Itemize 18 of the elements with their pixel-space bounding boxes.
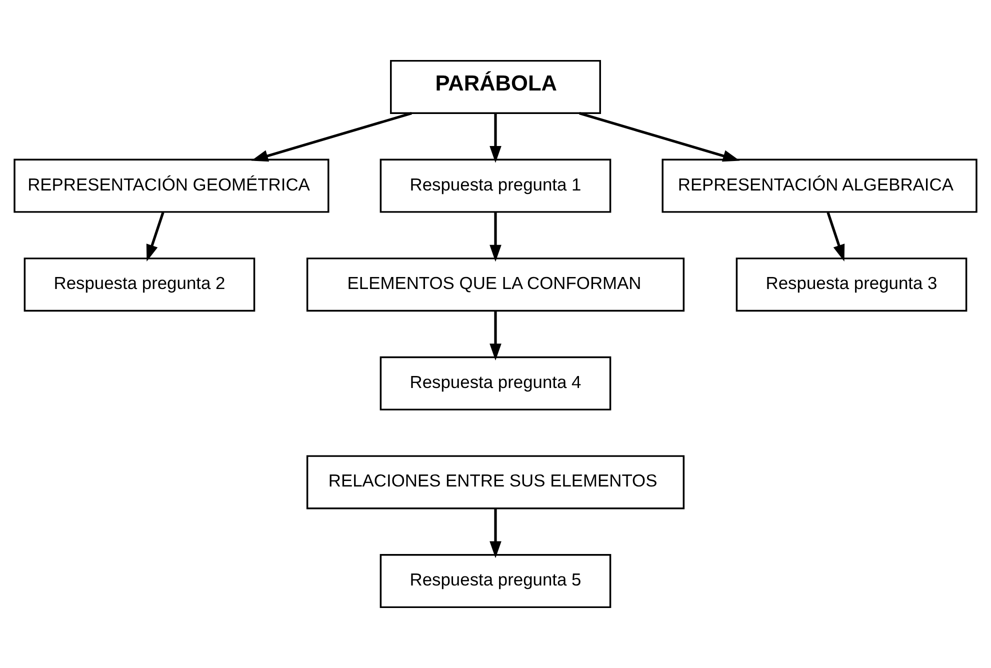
node-box: Respuesta pregunta 5 bbox=[380, 554, 612, 608]
node-box: Respuesta pregunta 3 bbox=[736, 258, 968, 312]
arrow bbox=[490, 212, 502, 262]
arrow bbox=[251, 112, 412, 162]
arrow bbox=[826, 212, 845, 262]
arrow bbox=[146, 212, 164, 262]
node-box: PARÁBOLA bbox=[390, 60, 601, 114]
node-box: ELEMENTOS QUE LA CONFORMAN bbox=[306, 258, 685, 312]
node-box: REPRESENTACIÓN GEOMÉTRICA bbox=[14, 158, 330, 213]
arrow bbox=[490, 114, 502, 163]
node-box: Respuesta pregunta 4 bbox=[380, 356, 612, 410]
node-box: RELACIONES ENTRE SUS ELEMENTOS bbox=[306, 455, 685, 510]
arrow bbox=[490, 508, 502, 558]
node-box: Respuesta pregunta 2 bbox=[24, 258, 256, 312]
node-box: Respuesta pregunta 1 bbox=[380, 158, 612, 213]
node-box: REPRESENTACIÓN ALGEBRAICA bbox=[662, 158, 978, 213]
arrow bbox=[490, 311, 502, 361]
arrow bbox=[579, 112, 740, 162]
